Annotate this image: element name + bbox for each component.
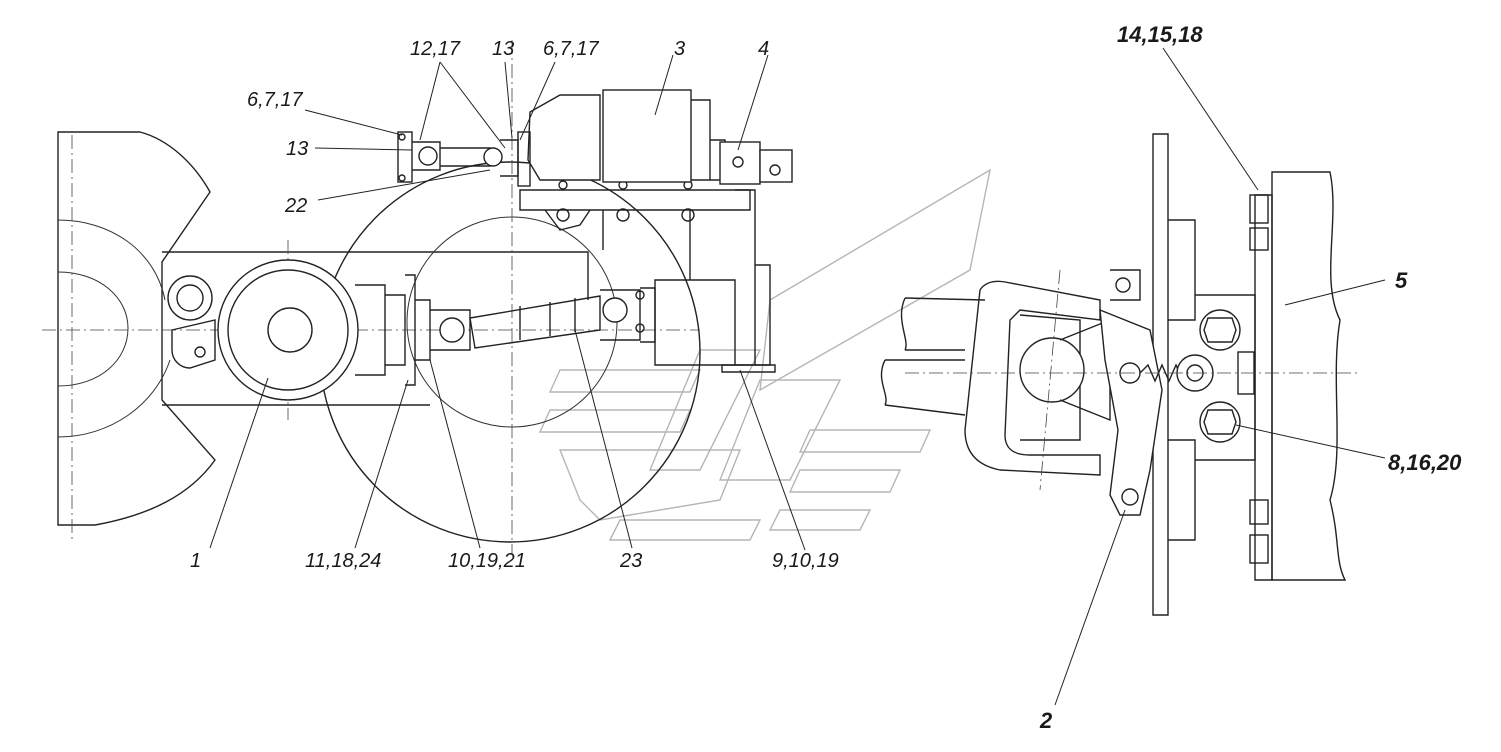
callout-10-19-21: 10,19,21 [448,550,526,572]
callout-1: 1 [190,550,201,572]
callout-5: 5 [1395,268,1408,293]
callout-8-16-20: 8,16,20 [1388,450,1462,475]
callout-22: 22 [284,195,307,217]
upper-cardan-shaft [397,131,531,187]
callout-6-7-17-top: 6,7,17 [543,38,599,60]
callout-2: 2 [1039,708,1053,733]
axis-inclined-right [1039,269,1061,491]
support-frame [519,189,776,373]
callout-9-10-19: 9,10,19 [772,550,839,572]
callout-3: 3 [674,38,685,60]
lower-cardan-shaft [430,287,656,351]
watermark-logo [538,168,991,541]
callout-13-top: 13 [492,38,514,60]
drive-disc-large [319,161,701,543]
leader-lines [209,47,1386,706]
callout-13-left: 13 [286,138,308,160]
callout-4: 4 [758,38,769,60]
pulley [217,259,431,401]
boss [167,275,216,369]
speed-sensor [719,141,793,185]
callout-14-15-18: 14,15,18 [1117,22,1203,47]
flywheel-housing [57,131,216,526]
mount-bracket [162,251,589,406]
callout-11-18-24: 11,18,24 [305,550,381,572]
callout-12-17: 12,17 [410,38,461,60]
coupling-assembly [880,133,1347,616]
generator [527,89,726,183]
callout-6-7-17-left: 6,7,17 [247,89,303,111]
callout-23: 23 [619,550,642,572]
